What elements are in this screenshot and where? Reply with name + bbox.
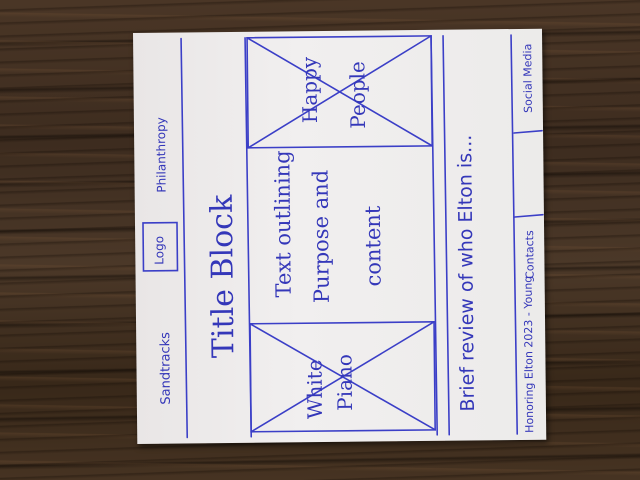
title-block: Title Block (204, 194, 242, 359)
sticky-note-wireframe: Sandtracks Logo Philanthropy Title Block… (133, 28, 547, 444)
nav-divider-line (180, 37, 189, 439)
nav-link-philanthropy[interactable]: Philanthropy (153, 117, 169, 193)
content-text-line3: content (360, 205, 386, 287)
brief-review-text: Brief review of who Elton is... (454, 134, 479, 412)
wireframe-lines (142, 34, 544, 439)
happy-people-label-line1: Happy (297, 56, 322, 124)
white-piano-image-box (249, 321, 436, 433)
review-divider-line (442, 34, 451, 436)
footer-contacts-link[interactable]: Contacts (523, 230, 537, 279)
footer-split-1 (514, 213, 544, 218)
happy-people-cross-2 (246, 37, 433, 147)
white-piano-label-line2: Piano (332, 353, 357, 411)
content-divider-line (430, 35, 439, 436)
white-piano-label-line1: White (302, 359, 328, 420)
footer-divider-line (510, 34, 519, 435)
happy-people-label-line2: People (345, 61, 371, 129)
white-piano-cross-2 (250, 321, 435, 433)
content-text-line2: Purpose and (308, 169, 334, 304)
footer-split-2 (513, 129, 543, 134)
footer-social-media-link[interactable]: Social Media (521, 43, 535, 113)
footer-credit: Honoring Elton 2023 - Young (521, 275, 537, 433)
nav-link-sandtracks[interactable]: Sandtracks (158, 332, 174, 405)
logo-box (142, 221, 179, 272)
logo-label[interactable]: Logo (152, 235, 167, 265)
content-text-line1: Text outlining (270, 150, 296, 298)
